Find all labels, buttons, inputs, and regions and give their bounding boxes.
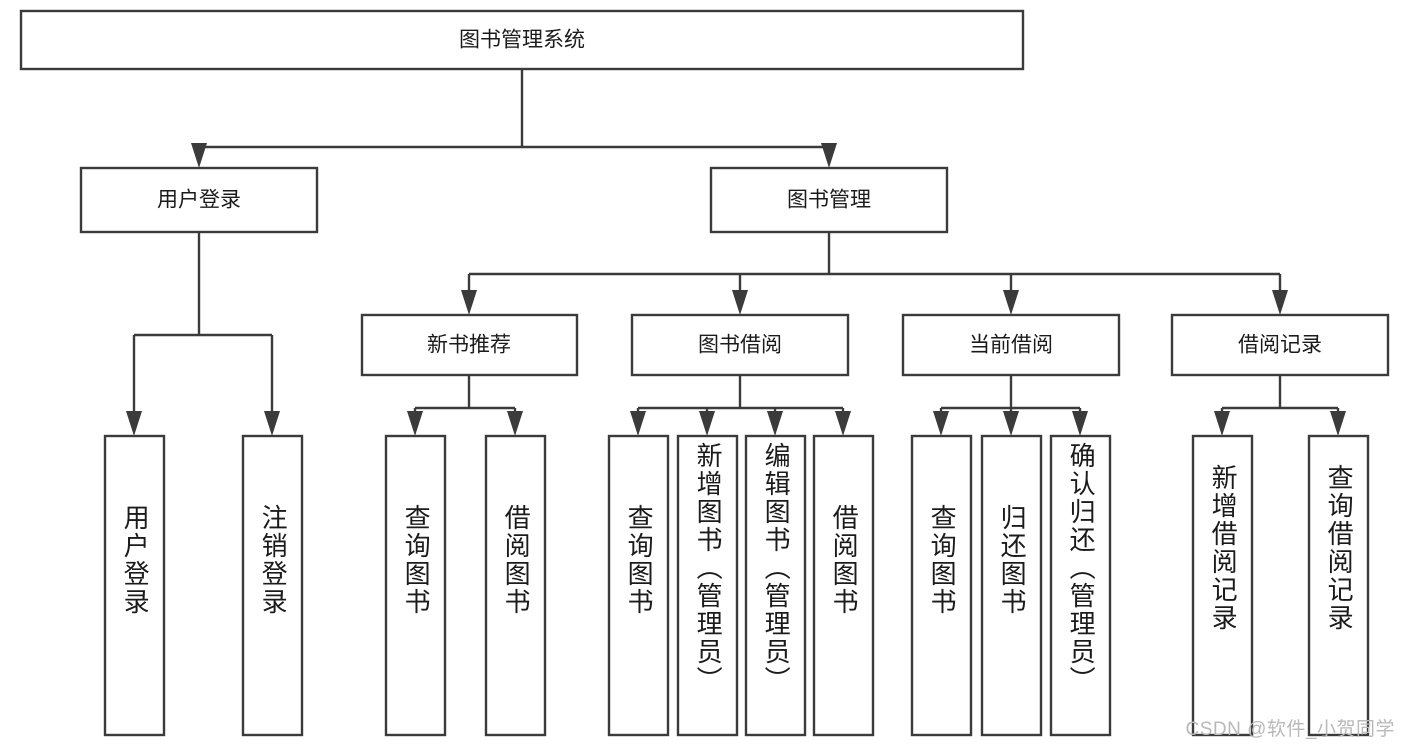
- node-box-current-borrow[interactable]: [901, 313, 1121, 377]
- connector-group-book-manage: [461, 232, 1288, 315]
- node-box-book-manage[interactable]: [709, 166, 949, 234]
- arrowhead-leaf-book-borrow-3: [767, 411, 783, 436]
- arrowhead-to-book-borrow: [732, 290, 748, 315]
- leaf-box-borrow-record-1[interactable]: [1191, 434, 1254, 737]
- node-label-user-login: 用户登录: [157, 189, 241, 212]
- arrowhead-leaf-borrow-record-1: [1214, 411, 1230, 436]
- node-user-login[interactable]: 用户登录: [79, 166, 319, 234]
- arrowhead-to-book-manage: [821, 143, 837, 168]
- node-box-book-borrow[interactable]: [630, 313, 850, 377]
- leaf-box-book-borrow-3[interactable]: [744, 434, 807, 737]
- node-borrow-record[interactable]: 借阅记录: [1170, 313, 1390, 377]
- arrowhead-leaf-book-borrow-1: [630, 411, 646, 436]
- node-book-borrow[interactable]: 图书借阅: [630, 313, 850, 377]
- arrowhead-to-borrow-record: [1272, 290, 1288, 315]
- leaf-box-borrow-record-2[interactable]: [1307, 434, 1370, 737]
- arrowhead-leaf-current-borrow-2: [1003, 411, 1019, 436]
- leaf-box-new-book-1[interactable]: [384, 434, 447, 737]
- connector-group-book-borrow: [630, 375, 851, 436]
- node-current-borrow[interactable]: 当前借阅: [901, 313, 1121, 377]
- connector-group-new-book-rec: [407, 375, 523, 436]
- node-label-book-borrow: 图书借阅: [698, 334, 782, 357]
- leaf-box-current-borrow-3[interactable]: [1049, 434, 1112, 737]
- arrowhead-to-current-borrow: [1003, 290, 1019, 315]
- connector-group-root: [191, 69, 837, 168]
- leaf-box-current-borrow-2[interactable]: [980, 434, 1043, 737]
- arrowhead-to-user-login: [191, 143, 207, 168]
- watermark-text: CSDN @软件_小贺同学: [1185, 719, 1395, 740]
- arrowhead-leaf-book-borrow-2: [699, 411, 715, 436]
- leaf-box-new-book-2[interactable]: [484, 434, 547, 737]
- leaf-boxes: [103, 434, 1370, 737]
- arrowhead-leaf-user-login-1: [126, 411, 142, 436]
- arrowhead-leaf-new-book-1: [407, 411, 423, 436]
- connector-group-current-borrow: [933, 375, 1088, 436]
- node-root[interactable]: 图书管理系统: [19, 9, 1025, 71]
- node-label-current-borrow: 当前借阅: [969, 334, 1053, 357]
- node-label-new-book-rec: 新书推荐: [427, 334, 511, 357]
- leaf-box-book-borrow-2[interactable]: [676, 434, 739, 737]
- arrowhead-leaf-user-login-2: [264, 411, 280, 436]
- connector-group-user-login: [126, 232, 280, 436]
- node-box-new-book-rec[interactable]: [360, 313, 579, 377]
- leaf-box-user-login-1[interactable]: [103, 434, 166, 737]
- node-label-book-manage: 图书管理: [787, 189, 871, 212]
- node-book-manage[interactable]: 图书管理: [709, 166, 949, 234]
- node-box-root[interactable]: [19, 9, 1025, 71]
- node-box-user-login[interactable]: [79, 166, 319, 234]
- leaf-box-book-borrow-1[interactable]: [607, 434, 670, 737]
- arrowhead-leaf-current-borrow-1: [933, 411, 949, 436]
- arrowhead-leaf-book-borrow-4: [835, 411, 851, 436]
- arrowhead-leaf-new-book-2: [507, 411, 523, 436]
- arrowhead-leaf-borrow-record-2: [1330, 411, 1346, 436]
- node-new-book-rec[interactable]: 新书推荐: [360, 313, 579, 377]
- arrowhead-to-new-book-rec: [461, 290, 477, 315]
- leaf-box-current-borrow-1[interactable]: [910, 434, 973, 737]
- arrowhead-leaf-current-borrow-3: [1072, 411, 1088, 436]
- leaf-box-user-login-2[interactable]: [241, 434, 304, 737]
- node-label-borrow-record: 借阅记录: [1238, 334, 1322, 357]
- node-label-root: 图书管理系统: [459, 29, 585, 52]
- leaf-box-book-borrow-4[interactable]: [812, 434, 875, 737]
- node-box-borrow-record[interactable]: [1170, 313, 1390, 377]
- connector-group-borrow-record: [1214, 375, 1346, 436]
